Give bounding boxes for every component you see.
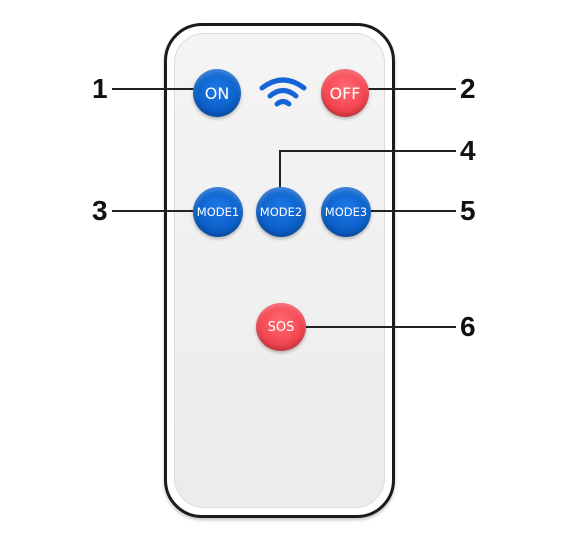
callout-number-2: 2 <box>460 73 476 104</box>
wifi-icon <box>259 77 307 107</box>
callout-number-6: 6 <box>460 311 476 342</box>
mode3-button[interactable]: MODE3 <box>321 187 371 237</box>
mode1-button[interactable]: MODE1 <box>193 187 243 237</box>
callout-number-5: 5 <box>460 195 476 226</box>
mode2-button[interactable]: MODE2 <box>256 187 306 237</box>
callout-number-4: 4 <box>460 135 476 166</box>
off-button[interactable]: OFF <box>321 69 369 117</box>
on-button[interactable]: ON <box>193 69 241 117</box>
sos-button[interactable]: SOS <box>256 303 306 351</box>
callout-number-3: 3 <box>92 195 108 226</box>
callout-number-1: 1 <box>92 73 108 104</box>
